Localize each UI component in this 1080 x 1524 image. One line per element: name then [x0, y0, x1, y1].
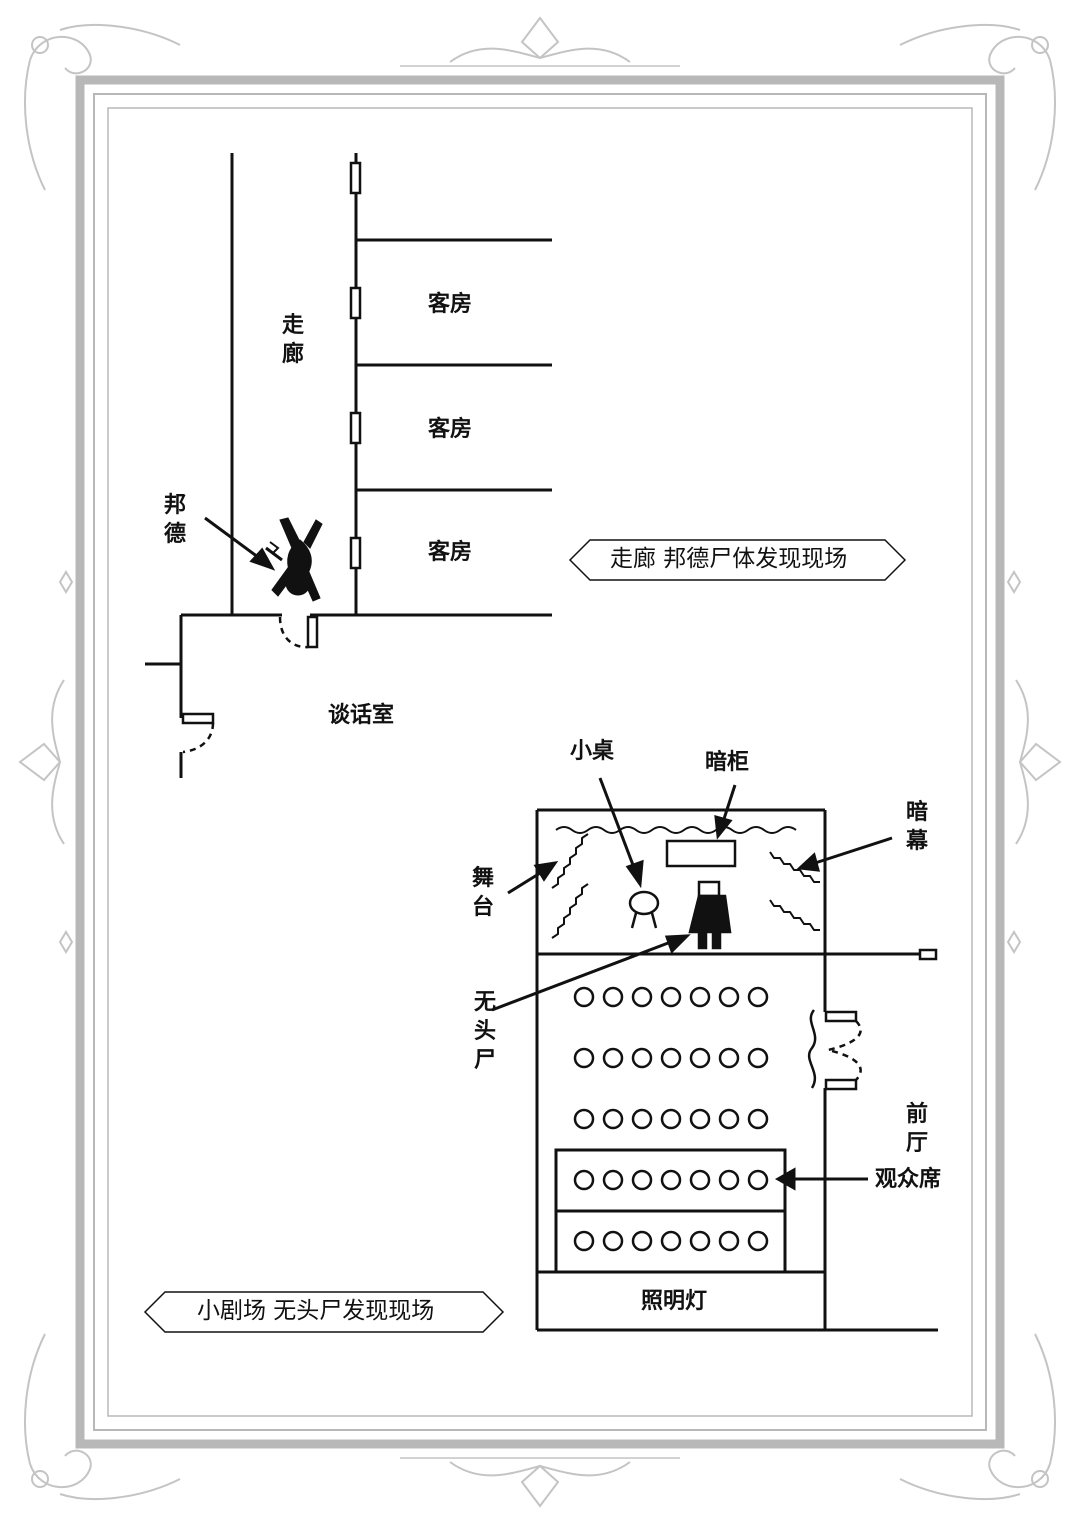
talk-room-door [278, 615, 319, 649]
audience-seat [718, 1047, 740, 1069]
corridor-scene-caption: 走廊 邦德尸体发现现场 [610, 546, 848, 572]
audience-seat [660, 1230, 682, 1252]
guest-room-label-3: 客房 [428, 540, 473, 565]
audience-seat [602, 1230, 624, 1252]
headless-body-label: 无头尸 [473, 990, 496, 1073]
audience-seat [573, 1108, 595, 1130]
lighting-label: 照明灯 [641, 1289, 708, 1314]
audience-seat [602, 1169, 624, 1191]
audience-seat [660, 1047, 682, 1069]
theater-scene-caption: 小剧场 无头尸发现现场 [197, 1298, 435, 1324]
talk-room-west-door [181, 712, 215, 754]
audience-seat [689, 986, 711, 1008]
stage-label: 舞台 [471, 866, 494, 920]
audience-seat [660, 1108, 682, 1130]
front-hall-label: 前厅 [905, 1102, 928, 1156]
guest-room-label-1: 客房 [428, 292, 473, 317]
audience-seat [602, 1047, 624, 1069]
theater-plan [535, 808, 938, 1332]
guest-room-label-2: 客房 [428, 417, 473, 442]
audience-seats-label: 观众席 [875, 1167, 942, 1192]
audience-seat [631, 986, 653, 1008]
audience-seat [718, 986, 740, 1008]
audience-seat [573, 1230, 595, 1252]
side-curtains [551, 833, 820, 939]
audience-seat [718, 1169, 740, 1191]
audience-seat [718, 1230, 740, 1252]
audience-seat [689, 1047, 711, 1069]
corridor-plan [145, 153, 552, 778]
audience-seat [573, 1169, 595, 1191]
audience-seat [631, 1169, 653, 1191]
frame-ornaments [18, 16, 1062, 1508]
audience-seat [631, 1230, 653, 1252]
small-table-label: 小桌 [570, 739, 615, 764]
audience-seat [747, 1169, 769, 1191]
audience-seat [689, 1230, 711, 1252]
theater-side-door [807, 948, 938, 1091]
audience-seat [718, 1108, 740, 1130]
audience-seat [660, 986, 682, 1008]
audience-seat [602, 1108, 624, 1130]
audience-seat [631, 1108, 653, 1130]
audience-seat [660, 1169, 682, 1191]
decorative-frame [75, 75, 1005, 1449]
hidden-cabinet-shape [665, 839, 737, 868]
audience-seat [631, 1047, 653, 1069]
bond-arrow [204, 516, 276, 571]
bond-body-icon [265, 517, 323, 602]
dark-curtain-label: 暗幕 [905, 800, 928, 854]
bond-label: 邦德 [163, 493, 186, 547]
audience-seat-grid [573, 986, 769, 1252]
hidden-cabinet-label: 暗柜 [705, 750, 750, 775]
audience-seat [747, 1047, 769, 1069]
audience-seat [573, 1047, 595, 1069]
small-table-icon [628, 890, 660, 929]
audience-seat [573, 986, 595, 1008]
talk-room-label: 谈话室 [328, 703, 395, 728]
caption-banners [143, 539, 907, 1333]
curtain-wave [555, 826, 797, 834]
guest-room-doors [349, 161, 362, 570]
corridor-label: 走廊 [281, 313, 304, 367]
audience-seat [747, 1108, 769, 1130]
audience-seat [689, 1108, 711, 1130]
audience-seat [747, 1230, 769, 1252]
audience-seat [602, 986, 624, 1008]
headless-body-icon [688, 880, 732, 950]
audience-seat [747, 986, 769, 1008]
theater-arrows [491, 777, 893, 1191]
audience-seat [689, 1169, 711, 1191]
